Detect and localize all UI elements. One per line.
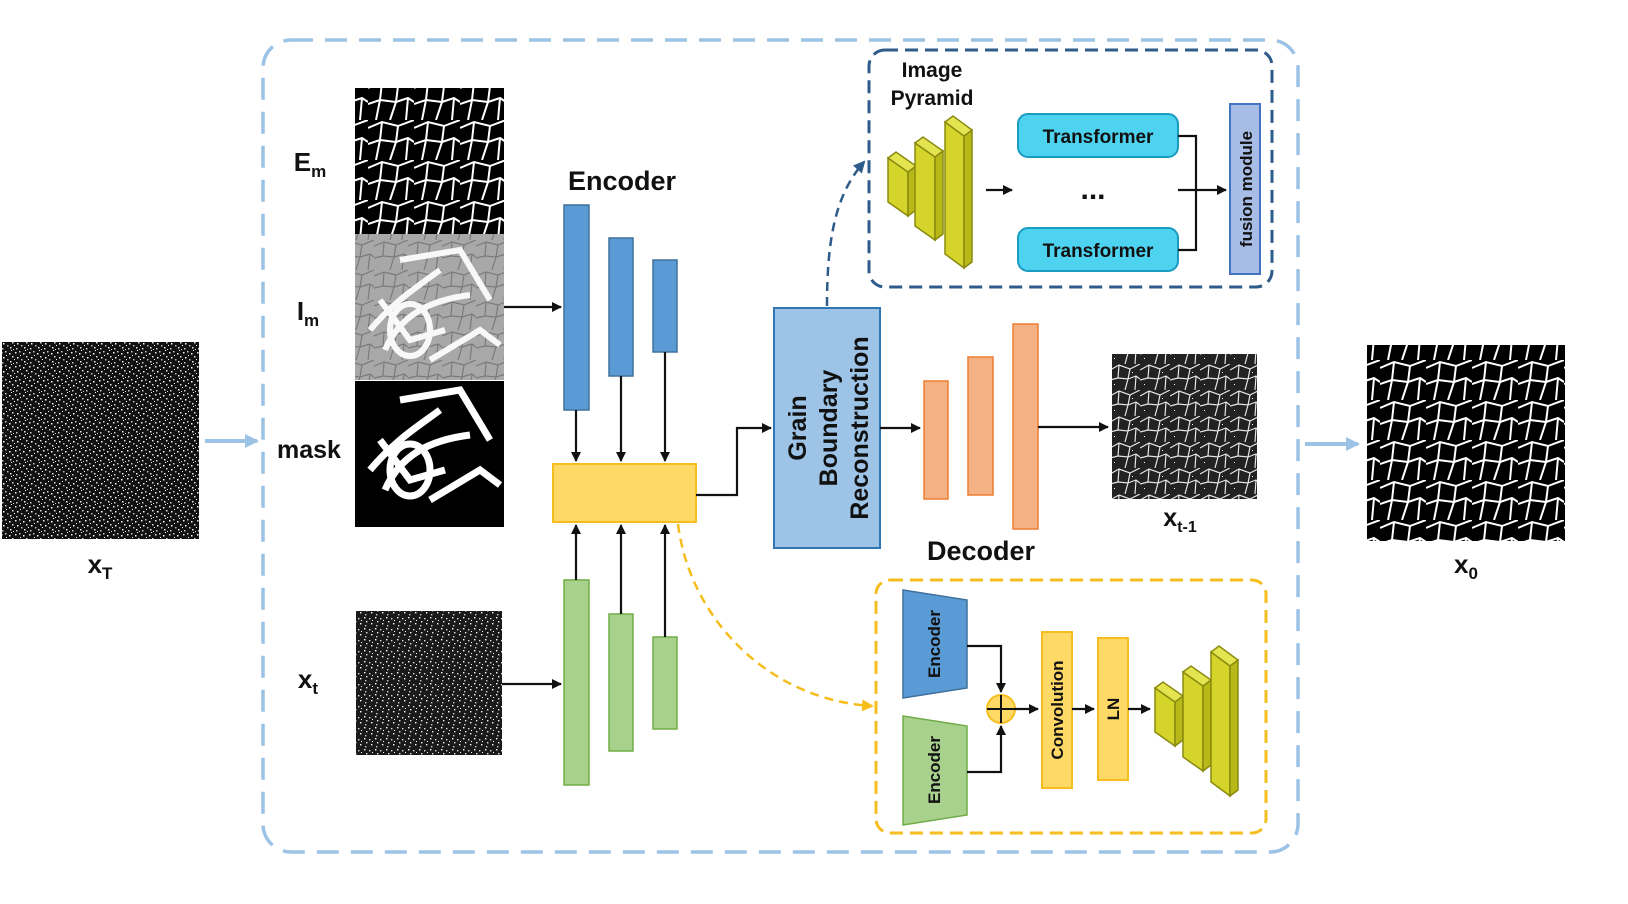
transformer-merge-line [1178,134,1198,252]
sub-encoder-bottom-to-add-arrow [967,725,1006,774]
sub-encoder-top-to-add-arrow [967,644,1006,693]
sub-encoder-top-trapezoid [902,589,968,699]
gbr-text-group: Grain Boundary Reconstruction [784,336,874,519]
encoder-green-bar-1 [563,579,590,786]
encoder-green-bar-3 [652,636,678,730]
outer-dashed-container [261,38,1300,854]
xt-noise-image [356,611,502,755]
encoder-blue-bar-2 [608,237,634,377]
boundary-module-container [874,578,1268,835]
decoder-bar-2 [967,356,994,496]
x0-label: x0 [1454,549,1478,583]
transformer-top-label: Transformer [1043,127,1154,148]
Em-label: Em [294,147,326,181]
gbr-line2: Boundary [815,370,843,487]
mask-strokes [367,386,503,504]
transformer-bottom-label: Transformer [1043,241,1154,262]
gbr-to-pyramid-dashed-arrow [825,160,866,307]
xt-minus-1-label: xt-1 [1163,504,1197,536]
gbr-line1: Grain [784,395,812,460]
encoder-blue-bar-1 [563,204,590,411]
Em-image [355,88,504,234]
fusion-module-label: fusion module [1237,131,1256,247]
xt-label: xt [298,664,318,698]
gbr-line3: Reconstruction [846,336,874,519]
layernorm-label: LN [1104,698,1123,721]
pyramid-slabs-bottom [1153,645,1240,798]
convolution-box [1041,631,1073,789]
add-operator-icon [986,694,1016,724]
fusion-to-gbr-arrow [696,423,772,497]
encoder-blue-bar-3 [652,259,678,353]
feature-fusion-box [552,463,697,523]
decoder-bar-1 [923,380,949,500]
pyramid-title-line1: Image [902,59,963,82]
x0-output-image [1367,345,1565,541]
decoder-bar-3 [1012,323,1039,530]
xT-label: xT [88,549,113,583]
grain-boundary-reconstruction-block [773,307,881,549]
encoder-green-bar-2 [608,613,634,752]
image-pyramid-container [867,48,1274,289]
mask-label: mask [277,436,341,464]
xt-minus-1-image [1112,354,1257,499]
sub-encoder-bottom-trapezoid [902,715,968,826]
pyramid-slabs-top [886,115,974,270]
Im-overlay-strokes [367,246,502,363]
decoder-title: Decoder [927,536,1036,566]
fusion-module-box [1229,103,1261,275]
transformer-ellipsis: ... [1080,173,1105,206]
fusion-to-boundary-dashed-arrow [676,523,874,712]
xT-noise-image [2,342,199,539]
encoder-title: Encoder [568,166,677,196]
Im-label: Im [297,296,319,330]
pyramid-title-line2: Pyramid [891,87,974,110]
convolution-label: Convolution [1048,660,1067,759]
sub-encoder-bottom-label: Encoder [925,736,944,804]
sub-encoder-top-label: Encoder [925,610,944,678]
